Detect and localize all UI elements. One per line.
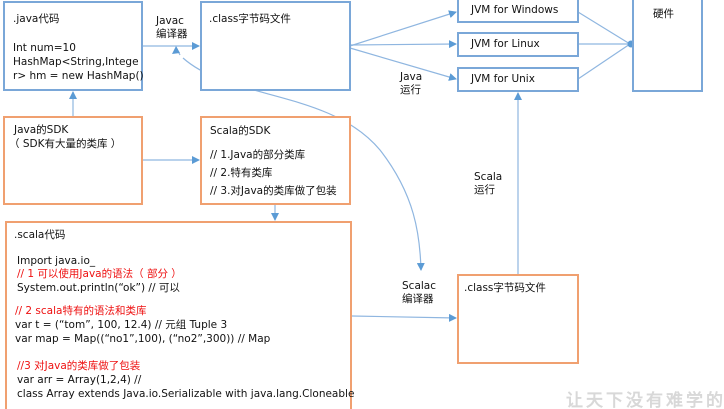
scala-run-line: 运行	[474, 184, 495, 196]
hardware-box: 硬件	[632, 0, 703, 92]
class-bytecode-box-java: .class字节码文件	[200, 1, 351, 91]
javac-label-line: 编译器	[156, 28, 188, 40]
scala-code-title: .scala代码	[14, 229, 66, 241]
java-code-line: Int num=10	[13, 42, 76, 54]
arrow-class-to-jvm-windows	[349, 10, 457, 47]
watermark: 让天下没有难学的技术	[566, 391, 724, 409]
scala-code-line: var map = Map((“no1”,100), (“no2”,300)) …	[15, 333, 271, 345]
jvm-unix-box: JVM for Unix	[457, 67, 579, 92]
curve-arrowhead-javac	[172, 46, 180, 54]
scala-code-line: var t = (“tom”, 100, 12.4) // 元组 Tuple 3	[15, 319, 228, 331]
java-run-label: Java 运行	[400, 71, 422, 97]
java-sdk-title: Java的SDK	[14, 124, 69, 136]
scala-sdk-line: // 1.Java的部分类库	[210, 149, 306, 161]
scala-sdk-title: Scala的SDK	[210, 125, 271, 137]
scala-code-line: System.out.println(“ok”) // 可以	[17, 282, 180, 294]
scala-code-line: Import java.io_	[17, 255, 96, 267]
java-run-line: Java	[400, 71, 423, 83]
jvm-label: JVM for Unix	[471, 73, 535, 85]
javac-label-line: Javac	[156, 15, 184, 27]
scalac-label-line: 编译器	[402, 293, 434, 305]
jvm-label: JVM for Linux	[471, 38, 540, 50]
scala-code-comment: // 2 scala特有的语法和类库	[15, 305, 147, 317]
line-windows-to-hw	[577, 11, 631, 45]
hardware-label: 硬件	[653, 8, 674, 20]
scala-run-label: Scala 运行	[474, 171, 502, 197]
java-sdk-box: Java的SDK （ SDK有大量的类库 ）	[3, 116, 143, 205]
scalac-label: Scalac 编译器	[402, 280, 436, 306]
scala-code-box: .scala代码 Import java.io_ // 1 可以使用Java的语…	[5, 221, 355, 409]
java-code-line: r> hm = new HashMap()	[13, 70, 144, 82]
jvm-windows-box: JVM for Windows	[457, 0, 579, 23]
scala-sdk-box: Scala的SDK // 1.Java的部分类库 // 2.特有类库 // 3.…	[200, 116, 351, 205]
scala-code-comment: // 1 可以使用Java的语法（ 部分 ）	[17, 268, 182, 280]
scala-run-line: Scala	[474, 171, 503, 183]
arrow-scalacode-to-class	[351, 313, 457, 322]
arrow-class-to-jvm-linux	[349, 40, 457, 49]
line-unix-to-hw	[577, 43, 631, 80]
class-box-title: .class字节码文件	[209, 13, 291, 25]
jvm-linux-box: JVM for Linux	[457, 32, 579, 57]
class-box-title: .class字节码文件	[464, 282, 546, 294]
java-sdk-subtitle: （ SDK有大量的类库 ）	[9, 138, 122, 150]
jvm-label: JVM for Windows	[471, 4, 559, 16]
arrow-class-to-jvm-unix	[349, 47, 457, 81]
java-code-line: HashMap<String,Intege	[13, 56, 139, 68]
scala-code-comment: //3 对Java的类库做了包装	[17, 360, 141, 372]
scala-sdk-line: // 2.特有类库	[210, 167, 273, 179]
scala-code-line: class Array extends Java.io.Serializable…	[17, 388, 355, 400]
java-code-box: .java代码 Int num=10 HashMap<String,Intege…	[3, 1, 144, 91]
scala-sdk-line: // 3.对Java的类库做了包装	[210, 185, 337, 197]
java-run-line: 运行	[400, 84, 421, 96]
scala-code-line: var arr = Array(1,2,4) //	[17, 374, 142, 386]
javac-label: Javac 编译器	[156, 15, 188, 41]
scalac-label-line: Scalac	[402, 280, 436, 292]
class-bytecode-box-scala: .class字节码文件	[457, 274, 579, 364]
java-code-title: .java代码	[13, 13, 60, 25]
